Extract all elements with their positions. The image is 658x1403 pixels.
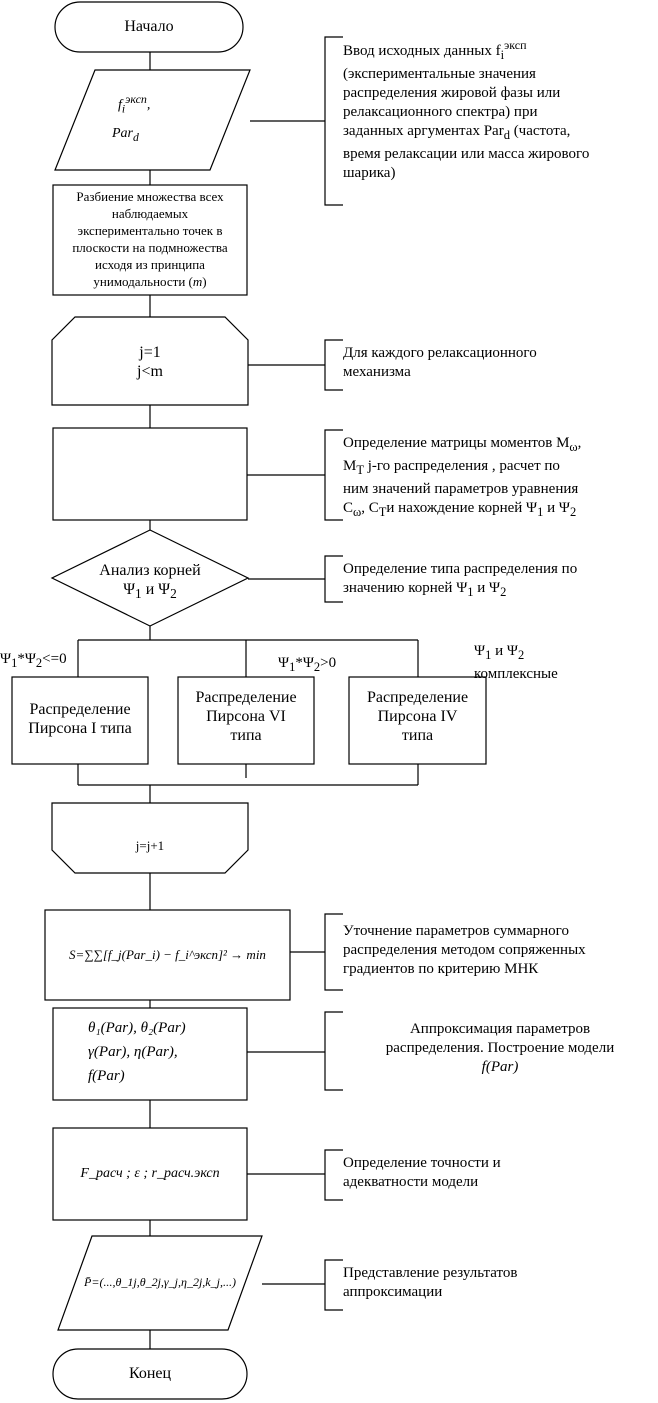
- cond-right-label: Ψ1 и Ψ2 комплексные: [474, 643, 558, 682]
- accuracy-note: Определение точности и адекватности моде…: [343, 1155, 501, 1190]
- loop-start-shape: [51, 316, 249, 406]
- pearson-1-text: Распределение Пирсона I типа: [28, 701, 132, 737]
- output-shape: [57, 1235, 263, 1331]
- input-shape: [54, 69, 251, 171]
- accuracy-formula: F_расч ; ε ; r_расч.эксп: [80, 1166, 220, 1181]
- optimization-note: Уточнение параметров суммарного распреде…: [343, 923, 586, 977]
- end-label: Конец: [128, 1365, 172, 1382]
- loop-end-shape: [51, 802, 249, 874]
- output-formula: P̄=(...,θ_1j,θ_2j,γ_j,η_2j,k_j,...): [84, 1275, 236, 1289]
- cond-mid-label: Ψ1*Ψ2>0: [278, 655, 337, 674]
- params-formula: θ₁(Par), θ₂(Par) γ(Par), η(Par), f(Par): [88, 1020, 186, 1084]
- params-note: Аппроксимация параметров распределения. …: [385, 1021, 615, 1075]
- decision-text: Анализ корней Ψ1 и Ψ2: [99, 562, 201, 602]
- pearson-1-shape: [11, 676, 149, 765]
- input-formula-arg: Pard: [112, 126, 139, 144]
- decision-note: Определение типа распределения по значен…: [343, 561, 578, 599]
- loop-start-text: j=1 j<m: [137, 344, 163, 380]
- start-terminal-shape: [54, 1, 244, 53]
- moments-process-shape: [52, 427, 248, 521]
- input-note: Ввод исходных данных fiэксп (эксперимент…: [343, 38, 590, 181]
- cond-left-label: Ψ1*Ψ2<=0: [0, 651, 67, 670]
- optimization-formula: S=∑∑[f_j(Par_i) − f_i^эксп]² → min: [69, 947, 266, 962]
- loop-note: Для каждого релаксационного механизма: [343, 345, 537, 380]
- input-formula: fiэксп,: [118, 92, 151, 116]
- partition-text: Разбиение множества всех наблюдаемых экс…: [72, 189, 228, 289]
- output-note: Представление результатов аппроксимации: [343, 1265, 518, 1300]
- loop-end-text: j=j+1: [135, 838, 165, 853]
- pearson-6-text: Распределение Пирсона VI типа: [195, 689, 297, 744]
- optimization-process-shape: [44, 909, 291, 1001]
- moments-note: Определение матрицы моментов Mω, MT j-го…: [343, 435, 582, 519]
- pearson-4-text: Распределение Пирсона IV типа: [366, 689, 469, 744]
- start-label: Начало: [124, 18, 174, 35]
